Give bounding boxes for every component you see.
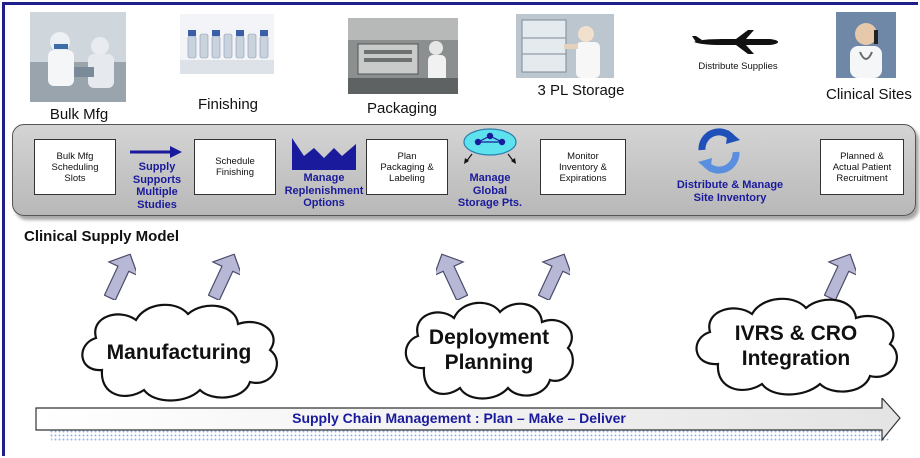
up-arrow-icon bbox=[433, 252, 469, 305]
supply-chain-banner bbox=[34, 396, 904, 444]
deployment-planning-cloud bbox=[398, 298, 580, 402]
cloud-manufacturing-text: Manufacturing bbox=[106, 340, 252, 364]
clinical-sites-photo bbox=[836, 12, 896, 78]
cycle-arrows-icon bbox=[694, 128, 744, 174]
ivrs-cro-cloud bbox=[686, 294, 906, 398]
stage-3pl-storage: 3 PL Storage bbox=[537, 82, 625, 99]
frame-left-border bbox=[2, 2, 5, 456]
stage-packaging: Packaging bbox=[366, 100, 438, 117]
box-schedule-finishing: Schedule Finishing bbox=[194, 139, 276, 195]
replenishment-chart-icon bbox=[290, 136, 358, 170]
frame-top-border bbox=[2, 2, 918, 5]
finishing-photo bbox=[180, 14, 274, 74]
box-bulk-mfg-scheduling: Bulk Mfg Scheduling Slots bbox=[34, 139, 116, 195]
cloud-ivrs-text: IVRS & CRO Integration bbox=[734, 322, 858, 370]
stage-clinical-sites: Clinical Sites bbox=[826, 86, 912, 103]
manufacturing-cloud bbox=[72, 300, 286, 404]
box-plan-packaging: Plan Packaging & Labeling bbox=[366, 139, 448, 195]
model-title: Clinical Supply Model bbox=[24, 228, 180, 245]
stage-finishing: Finishing bbox=[197, 96, 259, 113]
label-manage-replenishment: Manage Replenishment Options bbox=[284, 172, 364, 209]
box-patient-recruitment: Planned & Actual Patient Recruitment bbox=[820, 139, 904, 195]
network-nodes-icon bbox=[462, 128, 518, 168]
cloud-deployment-text: Deployment Planning bbox=[428, 326, 550, 374]
label-distribute-manage-inventory: Distribute & Manage Site Inventory bbox=[676, 179, 784, 204]
up-arrow-icon bbox=[103, 252, 139, 305]
packaging-photo bbox=[348, 18, 458, 94]
airplane-icon bbox=[692, 30, 778, 54]
bulk-mfg-photo bbox=[30, 12, 126, 102]
stage-distribute-supplies: Distribute Supplies bbox=[698, 61, 778, 72]
right-arrow-icon bbox=[130, 145, 182, 158]
box-monitor-inventory: Monitor Inventory & Expirations bbox=[540, 139, 626, 195]
label-manage-global-storage: Manage Global Storage Pts. bbox=[457, 172, 523, 209]
stage-bulk-mfg: Bulk Mfg bbox=[49, 106, 109, 123]
up-arrow-icon bbox=[207, 252, 243, 305]
supply-chain-banner-text: Supply Chain Management : Plan – Make – … bbox=[292, 410, 626, 426]
label-supply-supports-studies: Supply Supports Multiple Studies bbox=[132, 161, 182, 211]
storage-photo bbox=[516, 14, 614, 78]
